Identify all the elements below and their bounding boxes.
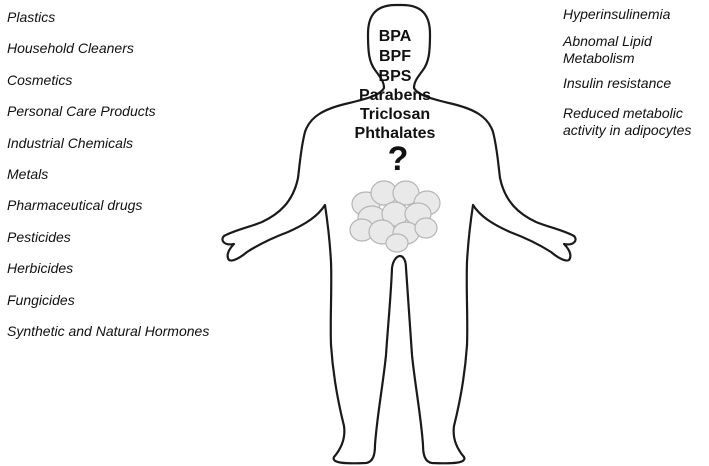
chemical-bpa: BPA <box>325 27 465 46</box>
effect-item: Abnomal Lipid Metabolism <box>563 33 709 67</box>
health-effects-list: Hyperinsulinemia Abnomal Lipid Metabolis… <box>563 6 709 153</box>
adipocyte-cell <box>386 234 408 252</box>
chemical-bpf: BPF <box>325 47 465 66</box>
effect-item: Hyperinsulinemia <box>563 6 709 23</box>
chemical-parabens: Parabens <box>325 86 465 105</box>
question-mark: ? <box>383 140 413 179</box>
chemical-bps: BPS <box>325 67 465 86</box>
effect-item: Insulin resistance <box>563 75 709 92</box>
adipocyte-cell <box>415 218 437 238</box>
adipocyte-cluster <box>350 181 440 252</box>
chemical-triclosan: Triclosan <box>325 105 465 124</box>
effect-item: Reduced metabolic activity in adipocytes <box>563 105 709 139</box>
